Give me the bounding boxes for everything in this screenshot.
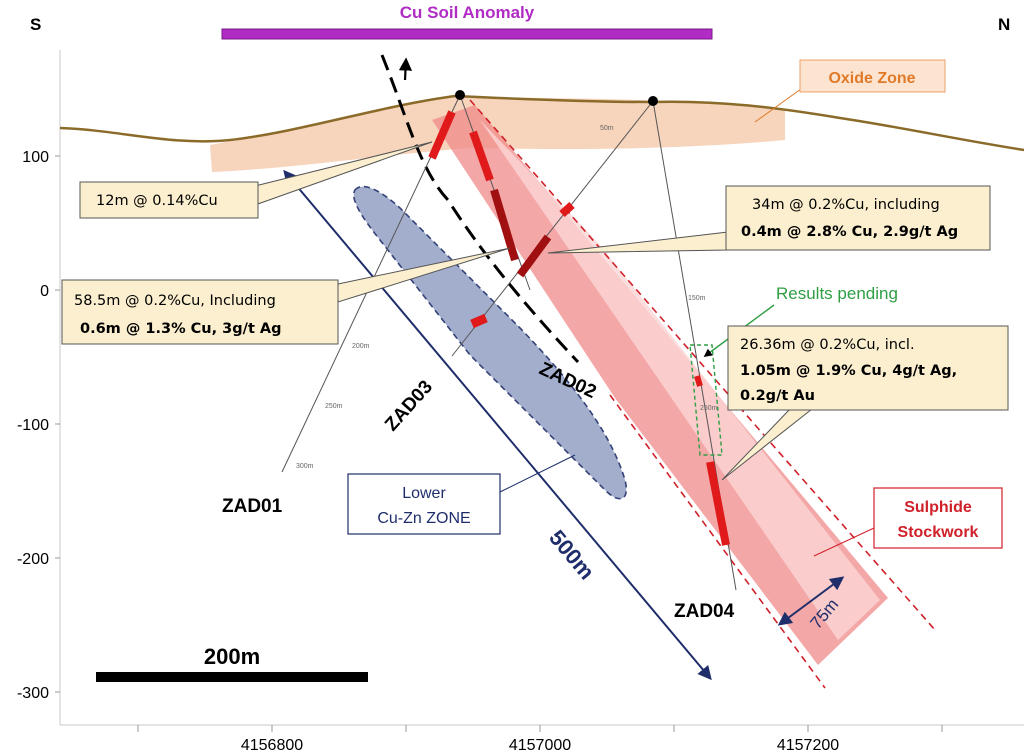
hole-label-zad04: ZAD04 <box>674 601 735 622</box>
callout-a-box <box>79 181 259 219</box>
sulphide-label-line2: Stockwork <box>898 524 979 541</box>
callout-d-line1: 26.36m @ 0.2%Cu, incl. <box>740 337 915 353</box>
svg-text:250m: 250m <box>325 403 343 410</box>
svg-text:300m: 300m <box>296 463 314 470</box>
north-label: N <box>998 15 1010 34</box>
y-tick-label: -100 <box>17 417 49 434</box>
callout-d-line2: 1.05m @ 1.9% Cu, 4g/t Ag, <box>740 363 957 379</box>
callout-b-line2: 0.4m @ 2.8% Cu, 2.9g/t Ag <box>741 224 958 240</box>
hole-label-zad03: ZAD03 <box>381 377 437 436</box>
soil-anomaly-bar <box>221 28 713 40</box>
y-axis-tick-marks <box>55 155 60 693</box>
scale-bar <box>96 672 368 682</box>
oxide-leader <box>754 85 806 123</box>
sulphide-leader <box>813 527 875 557</box>
svg-text:250m: 250m <box>700 405 718 412</box>
scale-bar-label: 200m <box>204 644 260 669</box>
ground-surface <box>59 94 1024 152</box>
callout-c-line2: 0.6m @ 1.3% Cu, 3g/t Ag <box>80 321 282 337</box>
lower-zone-leader <box>499 454 576 493</box>
y-tick-label: 0 <box>40 283 49 300</box>
collar-zad03-04 <box>648 96 658 106</box>
callout-b-line1: 34m @ 0.2%Cu, including <box>752 197 940 213</box>
oxide-label-box <box>799 59 946 93</box>
soil-anomaly-label: Cu Soil Anomaly <box>400 3 535 22</box>
callout-b-box <box>725 185 991 251</box>
svg-text:50m: 50m <box>600 125 614 132</box>
hole-label-zad01: ZAD01 <box>222 496 283 517</box>
x-tick-label: 4157000 <box>509 737 571 754</box>
length-arrow-500m <box>283 169 712 681</box>
callout-d-box <box>727 325 1009 411</box>
y-tick-label: 100 <box>22 149 49 166</box>
svg-text:200m: 200m <box>352 343 370 350</box>
fault-arrow <box>398 57 413 81</box>
y-tick-label: -300 <box>17 685 49 702</box>
callout-c-box <box>61 279 339 345</box>
results-pending-label: Results pending <box>776 284 898 303</box>
svg-text:150m: 150m <box>688 295 706 302</box>
x-axis-ticks-marks <box>137 725 943 732</box>
oxide-zone-label: Oxide Zone <box>828 70 915 87</box>
lower-zone-label-line2: Cu-Zn ZONE <box>377 510 470 527</box>
sulphide-label-box <box>873 487 1003 549</box>
callout-d-line3: 0.2g/t Au <box>740 388 815 404</box>
width-arrow-75m <box>777 576 845 626</box>
y-tick-label: -200 <box>17 551 49 568</box>
sulphide-label-line1: Sulphide <box>904 499 972 516</box>
lower-zone-label-line1: Lower <box>402 485 446 502</box>
south-label: S <box>30 15 41 34</box>
callout-c-line1: 58.5m @ 0.2%Cu, Including <box>74 293 276 309</box>
lower-zone-label-box <box>347 473 501 535</box>
collar-zad01-02 <box>455 90 465 100</box>
x-tick-label: 4156800 <box>241 737 303 754</box>
x-tick-label: 4157200 <box>777 737 839 754</box>
length-label-500m: 500m <box>544 525 599 584</box>
callout-a-line1: 12m @ 0.14%Cu <box>96 193 218 209</box>
